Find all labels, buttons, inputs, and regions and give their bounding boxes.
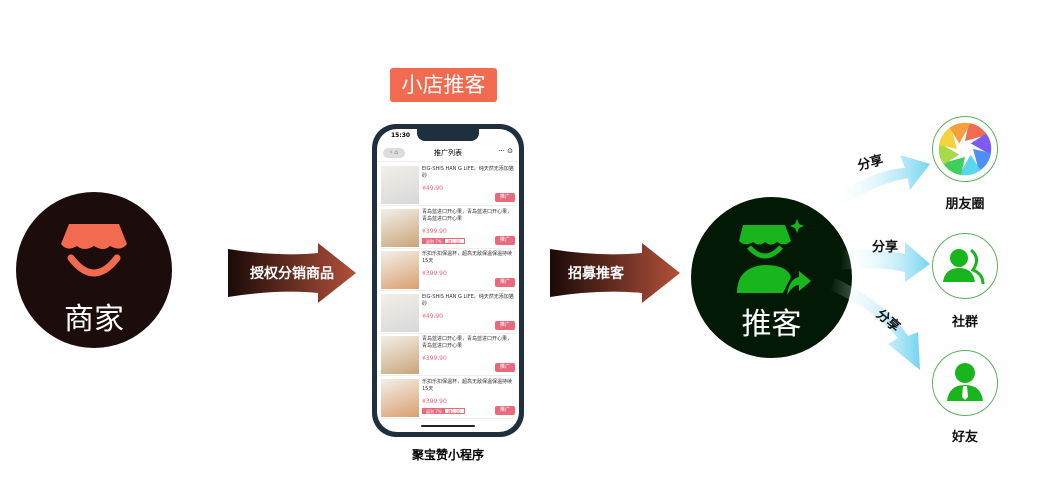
product-price: ¥399.90 <box>422 355 447 362</box>
share-label-2: 分享 <box>872 240 899 255</box>
product-title: 青岛蓝进口开心果，青岛蓝进口开心果，青岛蓝进口开心果 <box>422 336 513 349</box>
aperture-blade <box>949 122 971 144</box>
commission-tag: 返利 7%赚1.00 <box>422 237 465 244</box>
back-home-button[interactable]: ‹ ⌂ <box>383 148 405 158</box>
moments-aperture-icon[interactable] <box>932 116 998 182</box>
product-thumbnail <box>381 378 419 417</box>
product-row: 青岛蓝进口开心果，青岛蓝进口开心果，青岛蓝进口开心果 ¥399.90 推广 <box>381 334 515 376</box>
promote-button[interactable]: 推广 <box>495 363 515 372</box>
product-row: 乐扣乐扣保温杯，超高无敌保温保温持续15天 ¥399.90 推广 <box>381 249 515 291</box>
product-price: ¥399.90 <box>422 227 447 235</box>
product-row: 青岛蓝进口开心果，青岛蓝进口开心果，青岛蓝进口开心果 ¥399.90 推广 返利 … <box>381 207 515 249</box>
product-thumbnail <box>381 336 419 374</box>
product-row: EIG-SHIS HAN G LIFE。纯天然无添加猫砂 ¥49.90 推广 <box>381 164 515 206</box>
share-arrow-1 <box>830 155 930 212</box>
product-price: ¥399.90 <box>422 397 447 405</box>
product-row: EIG-SHIS HAN G LIFE。纯天然无添加猫砂 ¥49.90 推广 <box>381 292 515 334</box>
share-arrow-3 <box>830 278 920 370</box>
promote-button[interactable]: 推广 <box>495 235 515 245</box>
promoter-node: 推客 <box>691 197 852 358</box>
product-title: 乐扣乐扣保温杯，超高无敌保温保温持续15天 <box>422 251 513 264</box>
aperture-blade <box>938 143 960 165</box>
aperture-blade <box>959 154 981 176</box>
product-title: 乐扣乐扣保温杯，超高无敌保温保温持续15天 <box>422 378 513 392</box>
promoter-icon <box>737 219 811 295</box>
channel-label-friend: 好友 <box>951 430 978 445</box>
recruit-arrow-label: 招募推客 <box>568 266 624 282</box>
recruit-arrow: 招募推客 <box>550 243 680 303</box>
aperture-blade <box>970 133 992 155</box>
promote-button[interactable]: 推广 <box>495 278 515 287</box>
earn-amount: 赚1.00 <box>447 408 461 414</box>
home-indicator <box>421 425 475 427</box>
authorize-arrow-label: 授权分销商品 <box>250 266 334 282</box>
product-thumbnail <box>381 208 419 247</box>
phone-notch <box>417 129 479 141</box>
promote-button[interactable]: 推广 <box>495 405 515 415</box>
nav-title: 推广列表 <box>434 149 462 157</box>
shop-promoter-badge: 小店推客 <box>390 68 497 102</box>
promoter-label: 推客 <box>741 307 802 342</box>
channel-label-moments: 朋友圈 <box>945 197 985 212</box>
product-title: EIG-SHIS HAN G LIFE。纯天然无添加猫砂 <box>422 166 514 179</box>
nav-bar: ‹ ⌂ 推广列表 ··· ⊙ <box>377 144 519 162</box>
product-title: EIG-SHIS HAN G LIFE。纯天然无添加猫砂 <box>422 293 514 307</box>
group-icon[interactable] <box>932 233 998 299</box>
product-thumbnail <box>381 293 419 332</box>
product-thumbnail <box>381 166 419 204</box>
rebate-rate: 返利 7% <box>423 408 445 414</box>
promote-button[interactable]: 推广 <box>495 193 515 202</box>
earn-amount: 赚1.00 <box>447 238 461 244</box>
product-thumbnail <box>381 251 419 289</box>
phone-mockup: 15:30 ‹ ⌂ 推广列表 ··· ⊙ EIG-SHIS HAN G LIFE… <box>372 124 524 437</box>
product-price: ¥49.90 <box>422 312 443 320</box>
status-time: 15:30 <box>391 132 411 139</box>
product-price: ¥49.90 <box>422 185 443 192</box>
channel-label-group: 社群 <box>951 315 978 330</box>
shop-smile-icon <box>61 224 127 277</box>
product-title: 青岛蓝进口开心果，青岛蓝进口开心果，青岛蓝进口开心果 <box>422 208 513 222</box>
commission-tag: 返利 7%赚1.00 <box>422 407 465 414</box>
authorize-arrow: 授权分销商品 <box>228 243 356 303</box>
rebate-rate: 返利 7% <box>423 238 445 244</box>
product-row: 乐扣乐扣保温杯，超高无敌保温保温持续15天 ¥399.90 推广 返利 7%赚1.… <box>381 377 515 419</box>
phone-caption: 聚宝赞小程序 <box>411 448 484 462</box>
share-arrow-2 <box>840 242 930 282</box>
merchant-node: 商家 <box>16 192 172 348</box>
product-price: ¥399.90 <box>422 270 447 277</box>
menu-close-capsule[interactable]: ··· ⊙ <box>498 147 513 155</box>
share-arrows <box>830 155 930 370</box>
promote-button[interactable]: 推广 <box>495 320 515 330</box>
merchant-label: 商家 <box>64 302 124 337</box>
friend-icon[interactable] <box>932 350 998 416</box>
